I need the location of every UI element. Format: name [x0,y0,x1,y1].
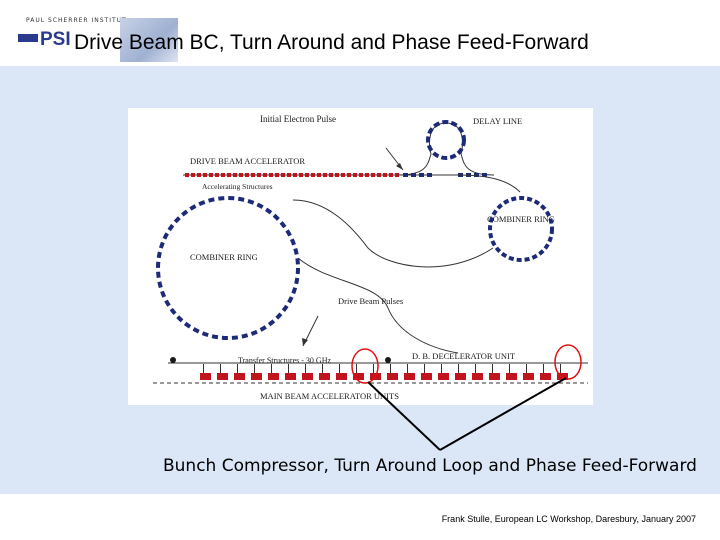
delay-line-ring [426,120,466,160]
label-transfer-structures: Transfer Structures - 30 GHz [238,356,332,365]
label-combiner-ring-right: COMBINER RING [487,214,555,224]
footer-credit: Frank Stulle, European LC Workshop, Dare… [441,514,696,524]
label-combiner-ring-left: COMBINER RING [190,252,258,262]
label-initial-pulse: Initial Electron Pulse [260,114,336,124]
combiner-ring-right [488,196,554,262]
header-photo [120,18,178,62]
psi-logo: PSI [18,28,82,50]
diagram-caption: Bunch Compressor, Turn Around Loop and P… [163,456,697,476]
slide-title: Drive Beam BC, Turn Around and Phase Fee… [74,31,589,54]
highlight-right [554,344,582,380]
clic-layout-diagram: Initial Electron Pulse DELAY LINE DRIVE … [128,108,593,405]
label-delay-line: DELAY LINE [473,116,523,126]
institute-name: PAUL SCHERRER INSTITUT [26,17,127,24]
slide-header: PAUL SCHERRER INSTITUT PSI Drive Beam BC… [0,0,720,66]
label-decelerator-unit: D. B. DECELERATOR UNIT [412,351,516,361]
highlight-left [351,348,379,384]
combiner-ring-left [156,196,300,340]
label-drive-beam-pulses: Drive Beam Pulses [338,296,404,306]
label-drive-beam-accelerator: DRIVE BEAM ACCELERATOR [190,156,306,166]
label-accelerating-structures: Accelerating Structures [202,182,273,191]
label-main-beam-units: MAIN BEAM ACCELERATOR UNITS [260,391,399,401]
psi-logo-letters: PSI [40,29,71,48]
